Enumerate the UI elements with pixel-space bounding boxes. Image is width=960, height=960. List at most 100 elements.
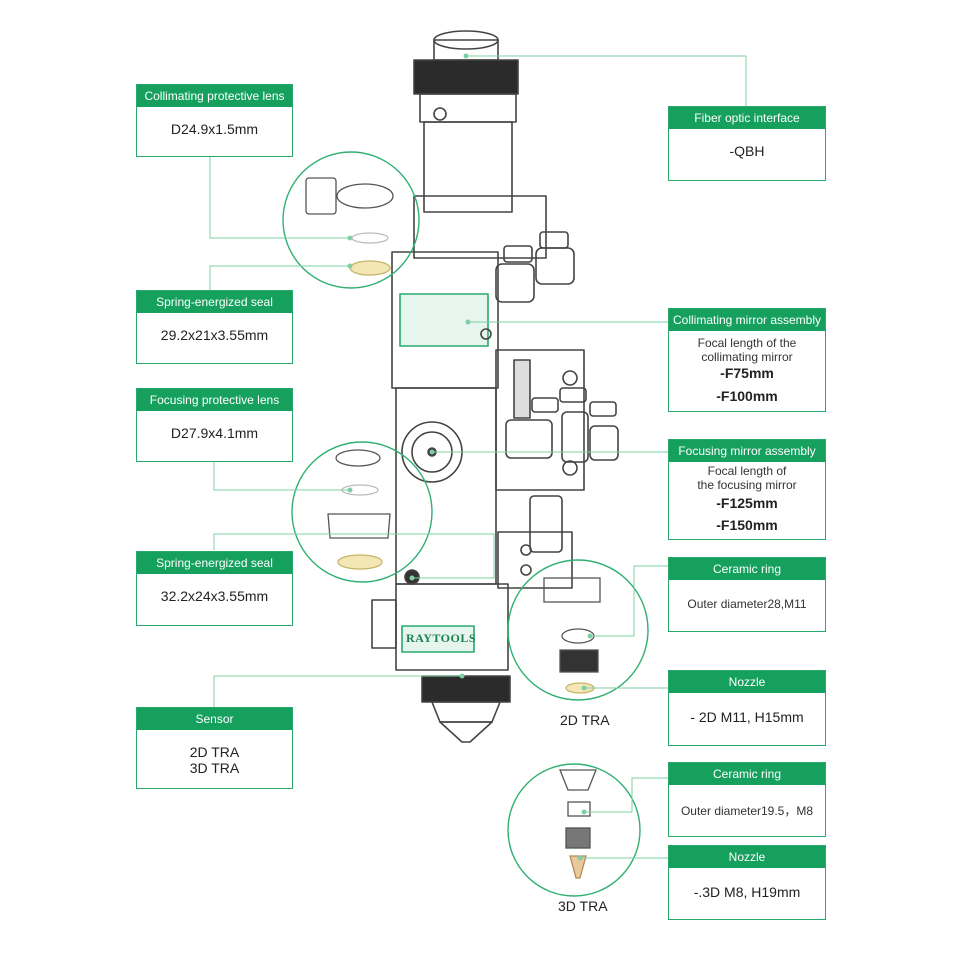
callout-value-2: -F150mm (716, 517, 778, 533)
leader-ceramic-2d (590, 565, 668, 637)
fitting-elbow-5 (589, 425, 619, 461)
callout-title: Nozzle (669, 846, 825, 868)
callout-title: Focusing mirror assembly (669, 440, 825, 462)
callout-value: - 2D M11, H15mm (690, 709, 804, 725)
spring-seal-2-part (337, 554, 383, 570)
sensor-line-2: 3D TRA (189, 760, 240, 776)
callout-value-1: -F75mm (720, 365, 774, 381)
leader-spring-seal-2 (213, 533, 495, 579)
callout-ceramic-ring-3d: Ceramic ring Outer diameter19.5，M8 (668, 762, 826, 837)
callout-value: D24.9x1.5mm (170, 121, 259, 137)
detail-circle-2d (507, 559, 649, 701)
lens-holder-ring (336, 183, 394, 209)
leader-ceramic-3d (584, 777, 668, 813)
callout-spring-seal-2: Spring-energized seal 32.2x24x3.55mm (136, 551, 293, 626)
fitting-elbow-1 (495, 263, 535, 303)
upper-tube (423, 121, 513, 213)
fitting-lower (529, 495, 563, 553)
sensor-line-1: 2D TRA (189, 744, 240, 760)
callout-focusing-mirror-assembly: Focusing mirror assembly Focal length of… (668, 439, 826, 540)
callout-collimating-mirror-assembly: Collimating mirror assembly Focal length… (668, 308, 826, 412)
detail-circle-3d (507, 763, 641, 897)
ceramic-3d-holder (559, 769, 597, 791)
callout-title: Sensor (137, 708, 292, 730)
leader-spring-seal-1 (209, 265, 350, 290)
callout-title: Ceramic ring (669, 558, 825, 580)
leader-collimating-lens (209, 157, 350, 239)
nozzle-cone-upper (431, 701, 501, 723)
callout-value: D27.9x4.1mm (170, 425, 259, 441)
leader-fiber (466, 55, 747, 106)
focusing-holder (327, 513, 391, 539)
nozzle-knurled-ring (421, 675, 511, 703)
callout-title: Collimating mirror assembly (669, 309, 825, 331)
callout-nozzle-2d: Nozzle - 2D M11, H15mm (668, 670, 826, 746)
callout-value: Outer diameter28,M11 (687, 597, 807, 611)
callout-title: Spring-energized seal (137, 552, 292, 574)
collimating-screw (480, 328, 492, 340)
leader-sensor (213, 675, 462, 707)
side-block (495, 349, 585, 491)
fitting-2 (539, 231, 569, 249)
fitting-5 (589, 401, 617, 417)
callout-title: Focusing protective lens (137, 389, 292, 411)
detail-circle-focusing (291, 441, 433, 583)
lower-screw-2 (520, 564, 532, 576)
callout-nozzle-3d: Nozzle -.3D M8, H19mm (668, 845, 826, 920)
callout-desc-2: the focusing mirror (697, 478, 797, 492)
callout-fiber-optic-interface: Fiber optic interface -QBH (668, 106, 826, 181)
nozzle-2d-ring (559, 649, 599, 673)
lens-holder (305, 177, 337, 215)
qbh-lock-screw (433, 107, 447, 121)
callout-focusing-protective-lens: Focusing protective lens D27.9x4.1mm (136, 388, 293, 462)
callout-title: Nozzle (669, 671, 825, 693)
callout-desc-2: collimating mirror (701, 350, 793, 364)
sensor-connector (371, 599, 397, 649)
fitting-1 (503, 245, 533, 263)
ceramic-2d-holder (543, 577, 601, 603)
collimator-block (413, 195, 547, 259)
callout-desc-1: Focal length of (707, 464, 787, 478)
qbh-knurled-ring (413, 59, 519, 95)
detail-circle-collimating (282, 151, 420, 289)
fitting-3 (531, 397, 559, 413)
nozzle-3d-ring (565, 827, 591, 849)
callout-value-2: -F100mm (716, 388, 778, 404)
callout-value: 32.2x24x3.55mm (160, 588, 269, 604)
fitting-4 (559, 387, 587, 403)
callout-title: Spring-energized seal (137, 291, 292, 313)
lower-side-block (497, 531, 573, 589)
fitting-elbow-3 (505, 419, 553, 459)
callout-value: 29.2x21x3.55mm (160, 327, 269, 343)
caption-3d-tra: 3D TRA (558, 898, 608, 914)
caption-2d-tra: 2D TRA (560, 712, 610, 728)
side-screw-1 (562, 370, 578, 386)
callout-value: Outer diameter19.5，M8 (680, 804, 814, 818)
focusing-lens-ring (335, 449, 381, 467)
callout-title: Collimating protective lens (137, 85, 292, 107)
spring-seal-1-part (349, 260, 391, 276)
leader-focusing-lens (213, 462, 350, 491)
callout-value: -.3D M8, H19mm (693, 884, 801, 900)
collimating-label-plate (399, 293, 489, 347)
ceramic-3d-ring (567, 801, 591, 817)
callout-spring-seal-1: Spring-energized seal 29.2x21x3.55mm (136, 290, 293, 364)
callout-title: Ceramic ring (669, 763, 825, 785)
fitting-elbow-2 (535, 247, 575, 285)
callout-ceramic-ring-2d: Ceramic ring Outer diameter28,M11 (668, 557, 826, 632)
side-label (513, 359, 531, 419)
callout-sensor: Sensor 2D TRA 3D TRA (136, 707, 293, 789)
callout-collimating-protective-lens: Collimating protective lens D24.9x1.5mm (136, 84, 293, 157)
callout-title: Fiber optic interface (669, 107, 825, 129)
callout-value: -QBH (729, 143, 765, 159)
callout-desc-1: Focal length of the (697, 336, 797, 350)
callout-value-1: -F125mm (716, 495, 778, 511)
raytools-logo: RAYTOOLS (406, 631, 477, 645)
lower-screw-1 (520, 544, 532, 556)
fitting-elbow-4 (561, 411, 589, 463)
collimating-lens-part (351, 232, 389, 244)
main-body (395, 387, 497, 585)
logo-plate (401, 625, 475, 653)
